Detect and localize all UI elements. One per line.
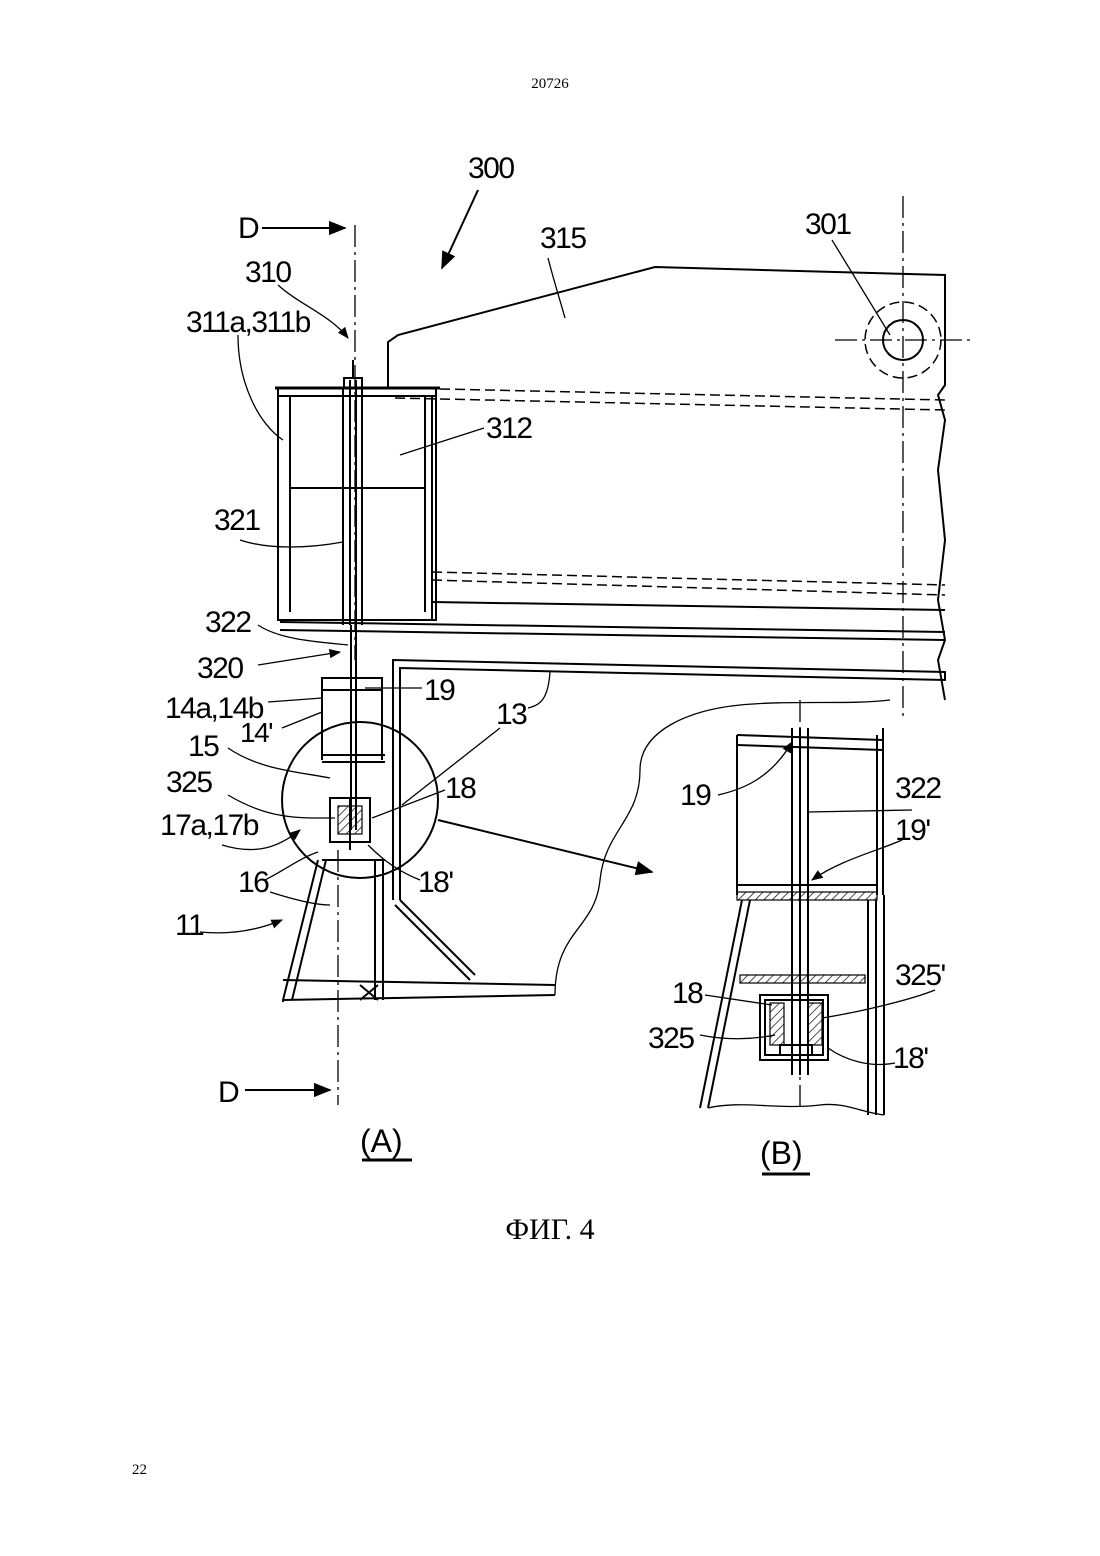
- label-16: 16: [238, 866, 269, 899]
- label-b-325p: 325': [895, 959, 946, 992]
- label-320: 320: [197, 652, 243, 685]
- label-315: 315: [540, 222, 586, 255]
- label-321: 321: [214, 504, 260, 537]
- label-312: 312: [486, 412, 532, 445]
- label-b-19: 19: [680, 779, 711, 812]
- page-footer-number: 22: [132, 1462, 147, 1479]
- view-a-drawing: [200, 190, 975, 1105]
- label-19: 19: [424, 674, 455, 707]
- view-b-label: (B): [760, 1135, 803, 1171]
- figure-caption: ФИГ. 4: [0, 1213, 1100, 1247]
- label-310: 310: [245, 256, 291, 289]
- label-13: 13: [496, 698, 527, 731]
- label-b-18p: 18': [893, 1042, 928, 1075]
- label-b-18: 18: [672, 977, 703, 1010]
- label-15: 15: [188, 730, 219, 763]
- detail-circle: [282, 722, 438, 878]
- label-11: 11: [175, 909, 204, 942]
- label-b-19p: 19': [895, 814, 930, 847]
- label-d-bottom: D: [218, 1076, 239, 1109]
- label-18p: 18': [418, 866, 453, 899]
- label-18: 18: [445, 772, 476, 805]
- label-b-325: 325: [648, 1022, 694, 1055]
- label-300: 300: [468, 152, 514, 185]
- label-322: 322: [205, 606, 251, 639]
- label-17ab: 17a,17b: [160, 809, 259, 842]
- label-301: 301: [805, 208, 851, 241]
- label-d-top: D: [238, 212, 259, 245]
- label-325: 325: [166, 766, 212, 799]
- label-14p: 14': [240, 717, 272, 748]
- view-a-label: (A): [360, 1123, 403, 1159]
- label-311: 311a,311b: [186, 306, 311, 339]
- label-b-322: 322: [895, 772, 941, 805]
